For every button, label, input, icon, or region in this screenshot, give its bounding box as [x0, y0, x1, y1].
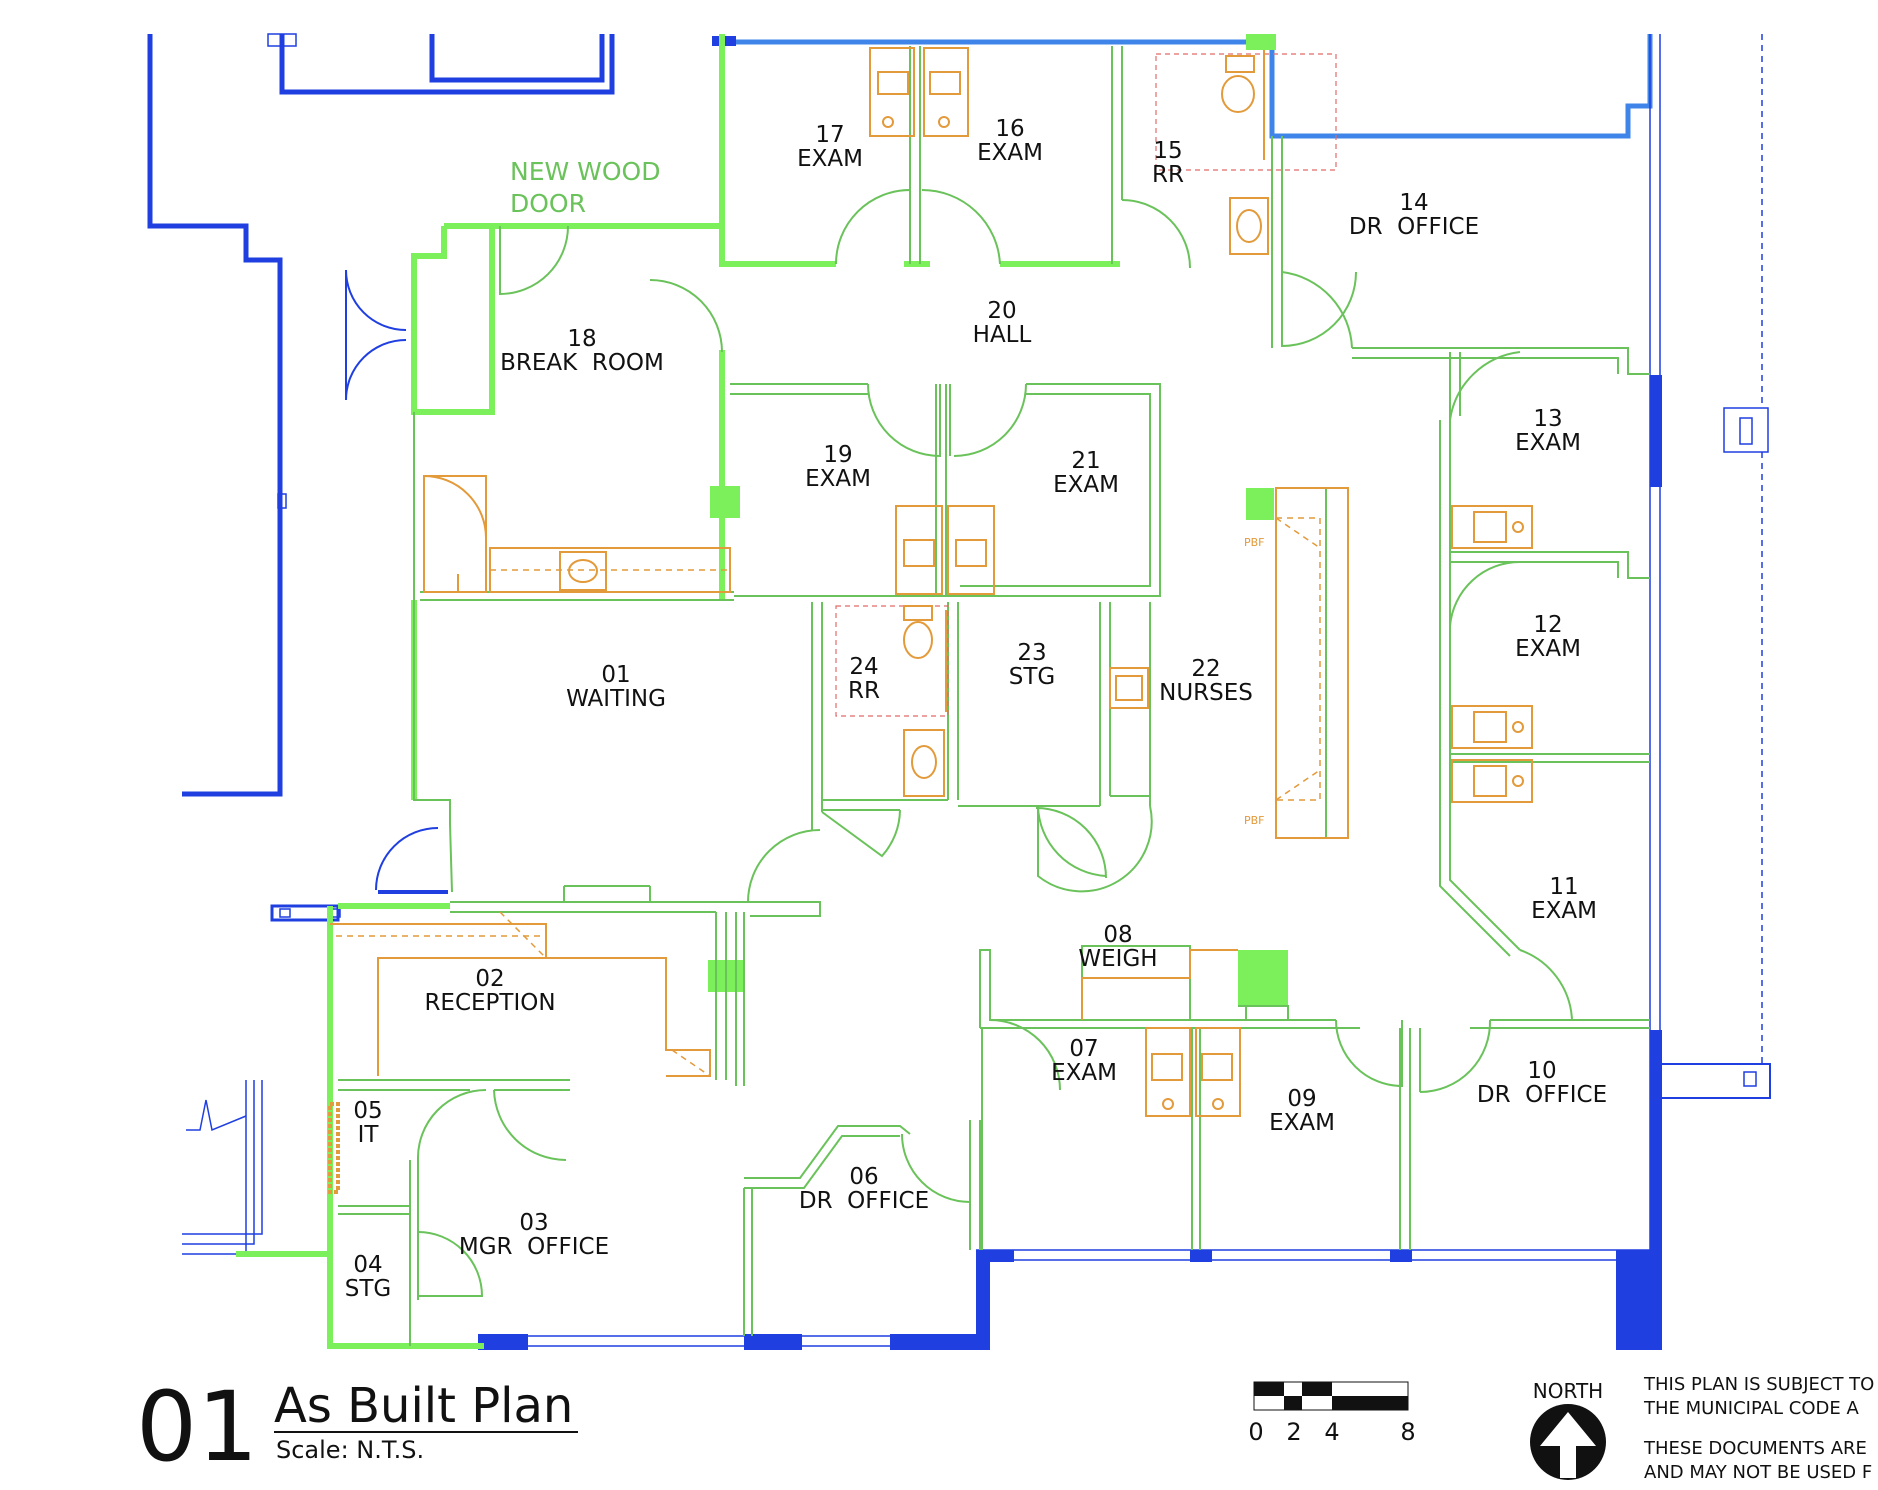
scale-label-2: 2: [1286, 1418, 1301, 1446]
room-19-number: 19: [823, 442, 852, 468]
room-20-name: HALL: [973, 322, 1032, 348]
room-24-number: 24: [849, 654, 878, 680]
room-24-name: RR: [848, 678, 880, 704]
room-23-name: STG: [1009, 664, 1055, 690]
room-15-number: 15: [1153, 138, 1182, 164]
room-16-number: 16: [995, 116, 1024, 142]
room-18-number: 18: [567, 326, 596, 352]
room-17-number: 17: [815, 122, 844, 148]
scale-label-8: 8: [1400, 1418, 1415, 1446]
drawing-number: 01: [136, 1371, 258, 1483]
scale-label-0: 0: [1248, 1418, 1263, 1446]
room-09-name: EXAM: [1269, 1110, 1335, 1136]
room-21-number: 21: [1071, 448, 1100, 474]
room-15-name: RR: [1152, 162, 1184, 188]
graphic-scale-bar: 0 2 4 8: [1248, 1381, 1416, 1446]
room-23-number: 23: [1017, 640, 1046, 666]
room-12-name: EXAM: [1515, 636, 1581, 662]
note-line-1: THIS PLAN IS SUBJECT TO: [1643, 1374, 1874, 1395]
room-21-name: EXAM: [1053, 472, 1119, 498]
room-22-name: NURSES: [1159, 680, 1253, 706]
room-07-number: 07: [1069, 1036, 1098, 1062]
new-interior-walls: [338, 46, 1650, 1346]
room-10-number: 10: [1527, 1058, 1556, 1084]
room-14-name: DR OFFICE: [1349, 214, 1479, 240]
north-label: NORTH: [1533, 1379, 1603, 1403]
north-arrow: NORTH: [1530, 1379, 1606, 1480]
room-05-number: 05: [353, 1098, 382, 1124]
room-01-name: WAITING: [566, 686, 666, 712]
room-08-number: 08: [1103, 922, 1132, 948]
room-02-number: 02: [475, 966, 504, 992]
room-11-number: 11: [1549, 874, 1578, 900]
general-notes: THIS PLAN IS SUBJECT TO THE MUNICIPAL CO…: [1643, 1374, 1874, 1483]
room-09-number: 09: [1287, 1086, 1316, 1112]
scale-label-4: 4: [1324, 1418, 1339, 1446]
room-labels: 17 EXAM 16 EXAM 15 RR 14 DR OFFICE 20 HA…: [345, 116, 1607, 1302]
room-14-number: 14: [1399, 190, 1428, 216]
existing-walls: [147, 33, 1771, 1350]
room-07-name: EXAM: [1051, 1060, 1117, 1086]
room-04-number: 04: [353, 1252, 382, 1278]
room-17-name: EXAM: [797, 146, 863, 172]
note-line-3: THESE DOCUMENTS ARE: [1643, 1438, 1867, 1459]
room-03-number: 03: [519, 1210, 548, 1236]
note-line-4: AND MAY NOT BE USED F: [1644, 1462, 1872, 1483]
room-13-number: 13: [1533, 406, 1562, 432]
room-11-name: EXAM: [1531, 898, 1597, 924]
room-22-number: 22: [1191, 656, 1220, 682]
pbf-label-bottom: PBF: [1244, 814, 1265, 827]
new-heavy-walls: [236, 34, 1288, 1349]
drawing-scale: Scale: N.T.S.: [276, 1436, 424, 1464]
room-08-name: WEIGH: [1078, 946, 1157, 972]
room-06-name: DR OFFICE: [799, 1188, 929, 1214]
room-02-name: RECEPTION: [424, 990, 555, 1016]
title-block: 01 As Built Plan Scale: N.T.S.: [136, 1371, 578, 1483]
room-04-name: STG: [345, 1276, 391, 1302]
new-wood-door-label-line1: NEW WOOD: [510, 157, 661, 186]
fixtures-casework: [328, 47, 1533, 1194]
room-05-name: IT: [358, 1122, 380, 1148]
room-03-name: MGR OFFICE: [459, 1234, 609, 1260]
room-13-name: EXAM: [1515, 430, 1581, 456]
room-18-name: BREAK ROOM: [500, 350, 664, 376]
room-10-name: DR OFFICE: [1477, 1082, 1607, 1108]
drawing-title: As Built Plan: [274, 1378, 573, 1434]
room-20-number: 20: [987, 298, 1016, 324]
pbf-label-top: PBF: [1244, 536, 1265, 549]
doors: [416, 188, 1573, 1297]
room-12-number: 12: [1533, 612, 1562, 638]
room-01-number: 01: [601, 662, 630, 688]
new-wood-door-label-line2: DOOR: [510, 189, 586, 218]
note-line-2: THE MUNICIPAL CODE A: [1643, 1398, 1859, 1419]
room-06-number: 06: [849, 1164, 878, 1190]
room-16-name: EXAM: [977, 140, 1043, 166]
room-19-name: EXAM: [805, 466, 871, 492]
